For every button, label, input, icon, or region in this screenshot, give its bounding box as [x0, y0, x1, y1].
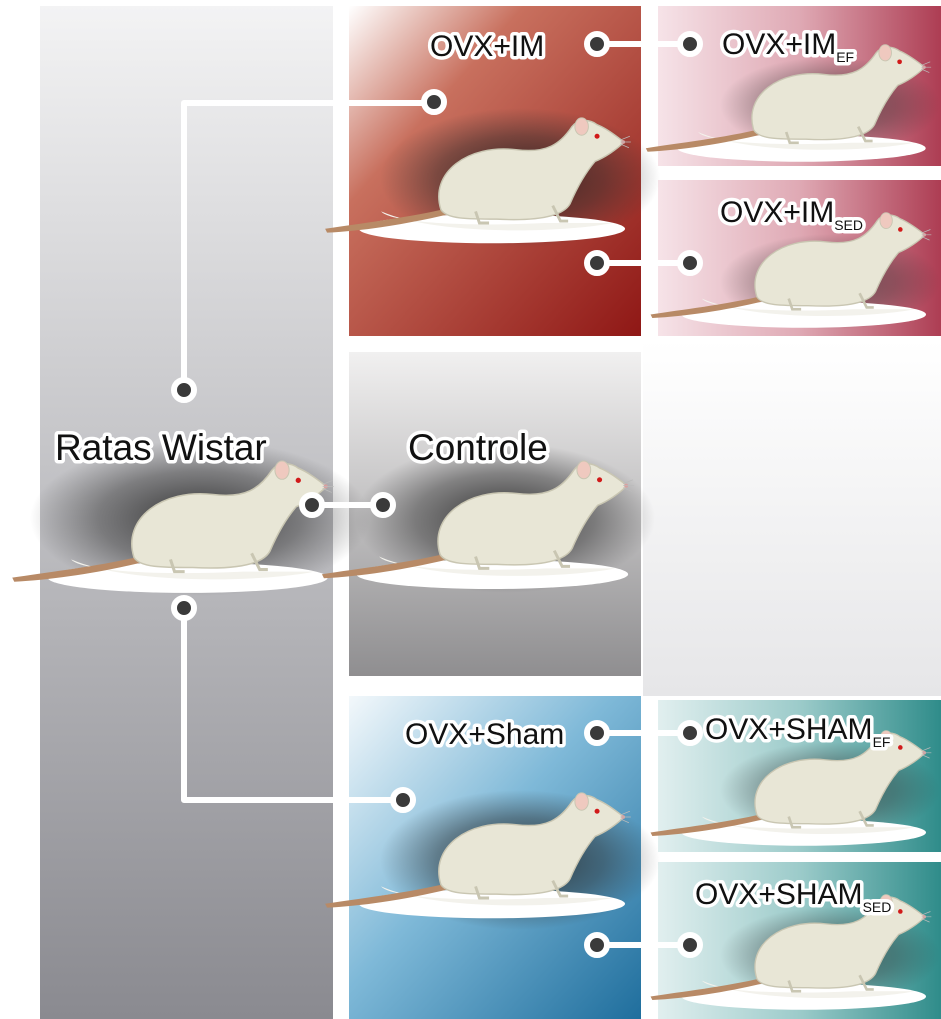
connector-node	[680, 723, 700, 743]
connector-node	[393, 790, 413, 810]
connector-node	[302, 495, 322, 515]
connector-node	[174, 380, 194, 400]
ovx-sham-ef-label: OVX+SHAMEF	[705, 713, 890, 750]
connector-node	[174, 598, 194, 618]
connector-node	[680, 935, 700, 955]
connector-node	[680, 253, 700, 273]
connector-node	[373, 495, 393, 515]
ovx-sham-ef-sub: EF	[873, 734, 891, 750]
ovx-im-ef-main: OVX+IM	[722, 28, 836, 61]
connector-node	[680, 34, 700, 54]
connector-node	[424, 92, 444, 112]
right-backdrop	[643, 340, 941, 696]
ovx-im-ef-label: OVX+IMEF	[722, 28, 854, 65]
root-label: Ratas Wistar	[55, 427, 267, 468]
connector-node	[587, 253, 607, 273]
connector-node	[587, 723, 607, 743]
controle-label: Controle	[408, 427, 548, 468]
connector-node	[587, 34, 607, 54]
ovx-sham-sed-main: OVX+SHAM	[695, 878, 863, 911]
ovx-im-sed-sub: SED	[834, 217, 863, 233]
ovx-im-ef-sub: EF	[836, 49, 854, 65]
ovx-sham-ef-main: OVX+SHAM	[705, 713, 873, 746]
ovx-sham-sed-label: OVX+SHAMSED	[695, 878, 891, 915]
ovx-im-sed-main: OVX+IM	[720, 196, 834, 229]
ovx-sham-sed-sub: SED	[863, 899, 892, 915]
ovx-im-label: OVX+IM	[430, 30, 544, 63]
connector-node	[587, 935, 607, 955]
ovx-sham-label: OVX+Sham	[405, 718, 564, 751]
